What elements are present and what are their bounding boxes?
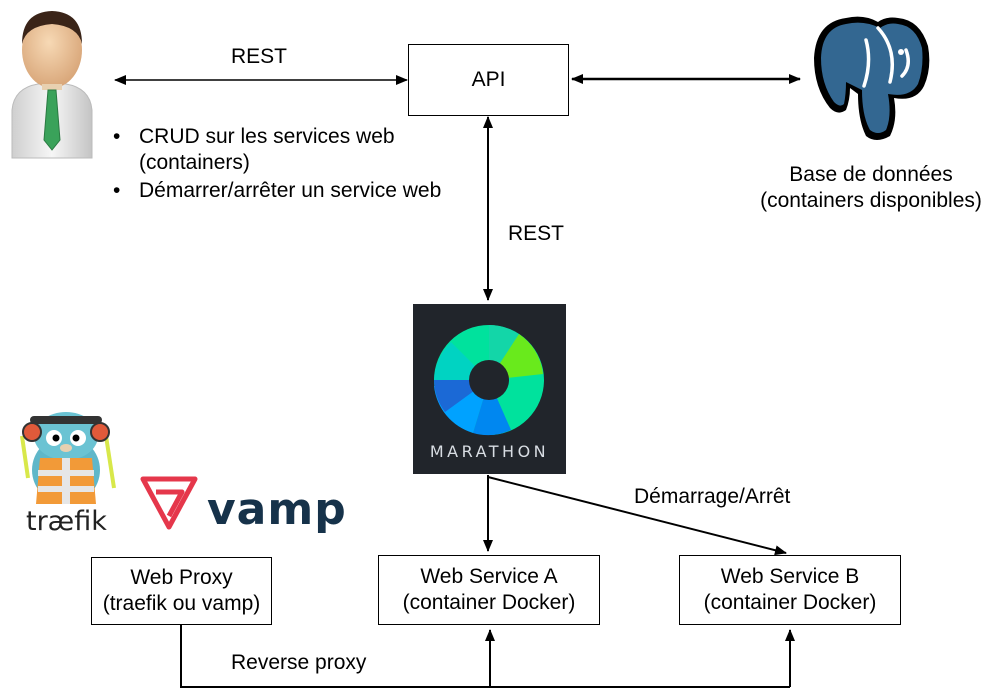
web-service-a-title: Web Service A — [420, 565, 558, 588]
database-title: Base de données — [789, 163, 953, 186]
marathon-ring-icon — [434, 325, 544, 436]
database-subtitle: (containers disponibles) — [760, 189, 982, 212]
web-service-b-title: Web Service B — [720, 565, 860, 588]
list-item: CRUD sur les services web (containers) — [113, 124, 453, 176]
list-item: Démarrer/arrêter un service web — [113, 178, 453, 204]
edge-label-user-api: REST — [231, 45, 288, 68]
edge-label-api-marathon: REST — [508, 222, 565, 245]
traefik-gopher-icon — [20, 412, 116, 504]
edge-label-reverse-proxy: Reverse proxy — [231, 651, 367, 674]
web-proxy-title: Web Proxy — [130, 566, 233, 589]
marathon-node: MARATHON — [413, 304, 566, 474]
edge-proxy-bus — [180, 624, 790, 688]
vamp-logo-icon — [140, 476, 198, 530]
edge-marathon-service-b — [487, 476, 787, 556]
web-proxy-subtitle: (traefik ou vamp) — [102, 592, 261, 615]
api-node: API — [408, 44, 569, 116]
vamp-logo-text: vamp — [207, 484, 347, 535]
marathon-logo-text: MARATHON — [429, 442, 550, 461]
web-service-a-node: Web Service A (container Docker) — [378, 555, 600, 625]
edge-label-marathon-service-b: Démarrage/Arrêt — [634, 485, 791, 508]
web-proxy-node: Web Proxy (traefik ou vamp) — [91, 557, 272, 625]
user-avatar-icon — [11, 11, 93, 159]
database-node-label: Base de données (containers disponibles) — [740, 162, 1002, 214]
web-service-b-subtitle: (container Docker) — [703, 591, 877, 614]
web-service-a-subtitle: (container Docker) — [402, 591, 576, 614]
user-actions-list: CRUD sur les services web (containers) D… — [113, 124, 453, 206]
traefik-logo-text: træfik — [26, 506, 107, 537]
postgresql-elephant-icon — [814, 16, 930, 141]
web-service-b-node: Web Service B (container Docker) — [679, 555, 901, 625]
api-label: API — [471, 68, 506, 91]
